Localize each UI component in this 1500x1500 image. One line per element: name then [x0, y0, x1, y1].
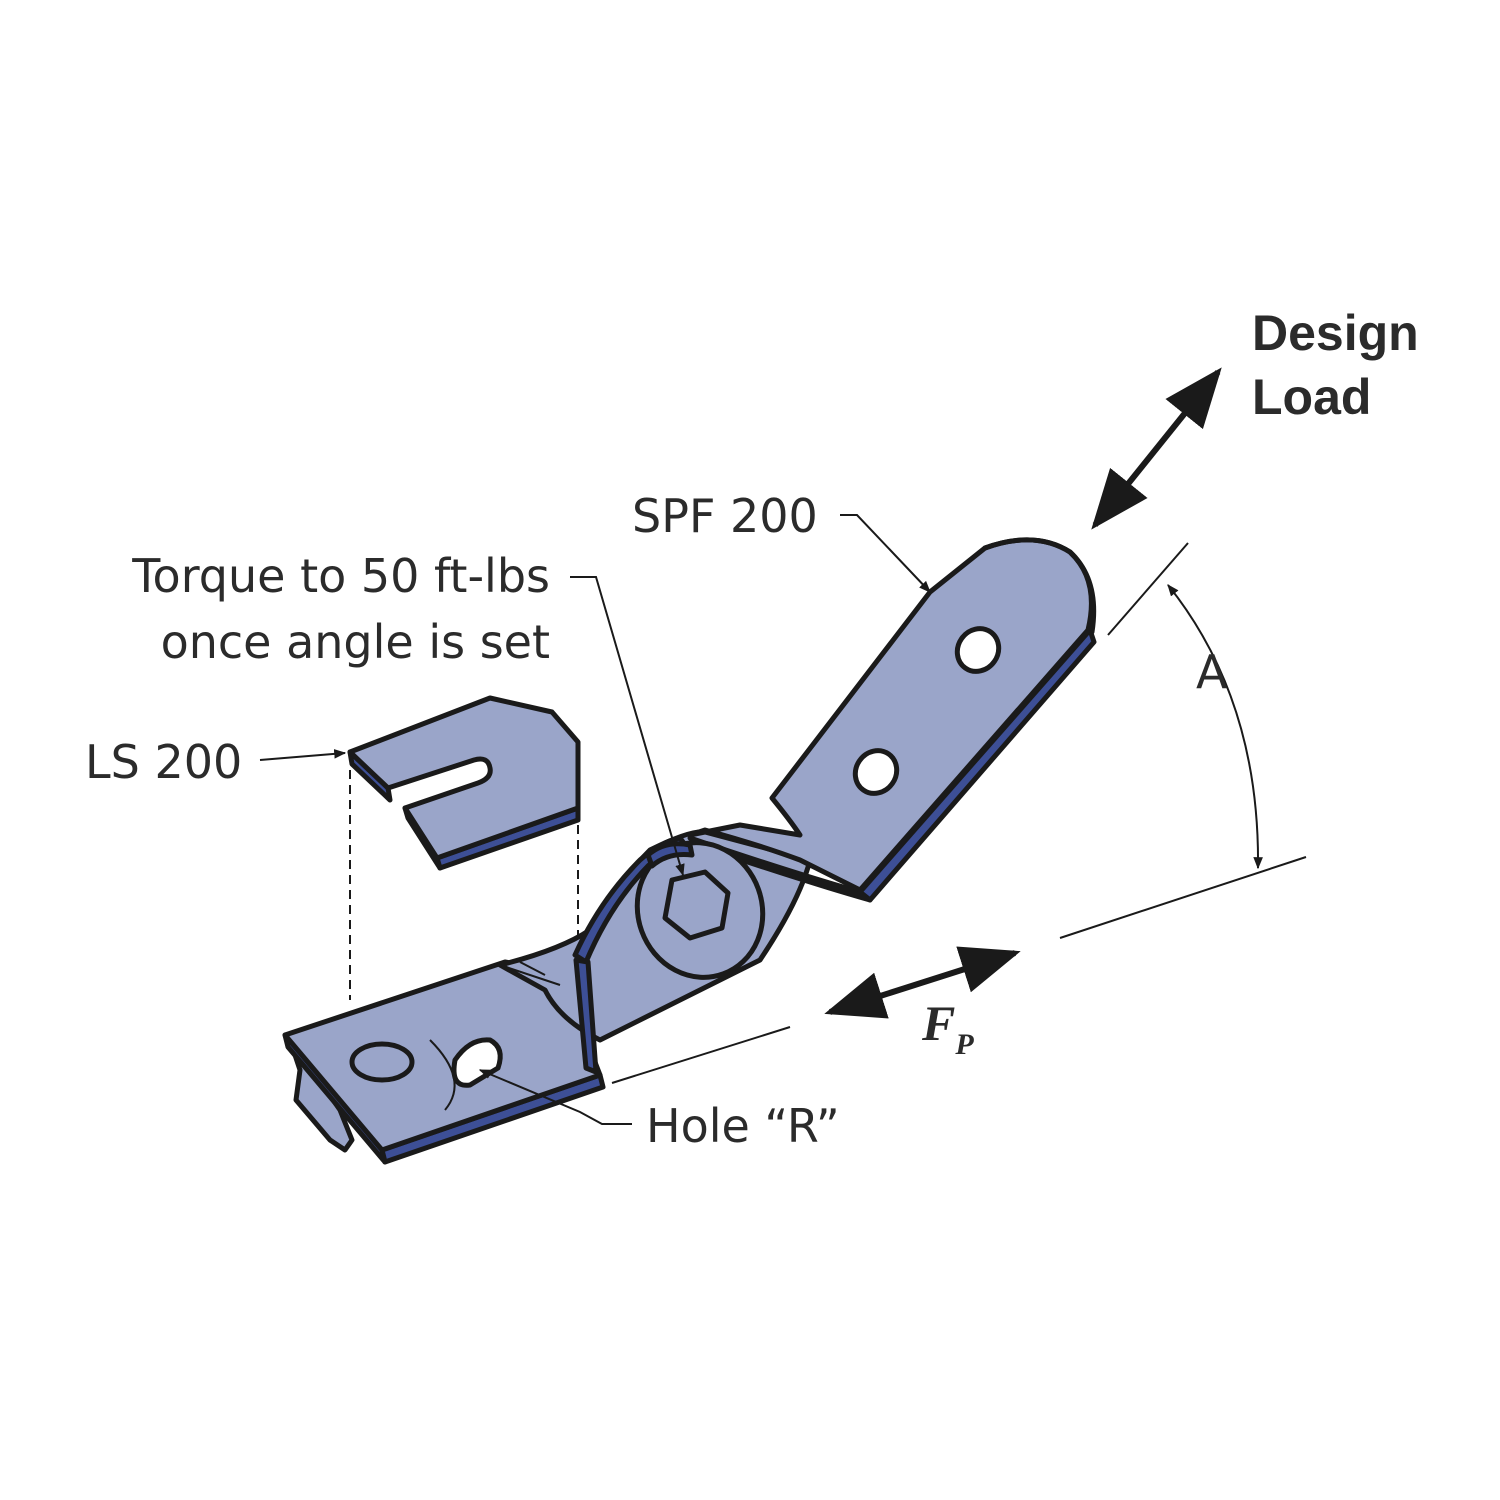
spf-200-fitting — [687, 537, 1097, 903]
ls-200-label: LS 200 — [85, 735, 242, 789]
torque-leader — [570, 576, 685, 877]
spf-200-label: SPF 200 — [632, 489, 818, 543]
ls-200-plate — [347, 695, 581, 871]
angle-arc — [1167, 584, 1263, 870]
fp-label: FP — [921, 995, 974, 1061]
hex-nut-icon — [662, 869, 731, 941]
angle-ref-line-lower — [1059, 856, 1307, 939]
hole-r-label: Hole “R” — [646, 1099, 840, 1153]
spf-hole-upper — [954, 626, 1002, 674]
fp-label-main: F — [921, 995, 955, 1051]
torque-label-line1: Torque to 50 ft-lbs — [131, 549, 550, 603]
lower-fitting — [282, 959, 606, 1165]
ls-200-top-face — [347, 695, 581, 861]
spf-leader — [840, 514, 931, 593]
bolt-assembly — [634, 840, 766, 980]
design-load-arrow — [1091, 367, 1222, 530]
torque-label-line2: once angle is set — [161, 615, 550, 669]
angle-ref-line-upper — [1107, 542, 1189, 636]
lower-hole-round — [349, 1041, 415, 1083]
hole-r-slot — [451, 1037, 503, 1088]
fp-label-sub: P — [954, 1028, 974, 1061]
design-load-label-line2: Load — [1252, 369, 1371, 425]
hole-r-leader — [478, 1069, 632, 1125]
angle-a-label: A — [1196, 645, 1228, 699]
fp-arrow — [824, 946, 1021, 1019]
design-load-label-line1: Design — [1252, 305, 1419, 361]
ls-leader — [259, 749, 347, 761]
fp-ref-line — [611, 1026, 791, 1084]
spf-hole-lower — [852, 748, 900, 796]
